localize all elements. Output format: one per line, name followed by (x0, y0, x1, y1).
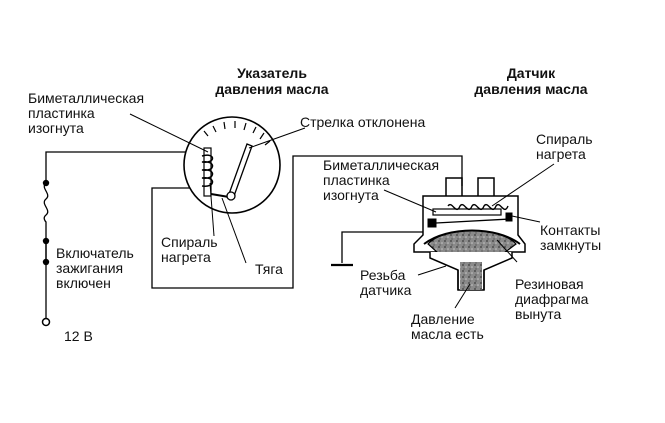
gauge-heater-coil (201, 154, 214, 187)
gauge-title: Указатель давления масла (207, 65, 337, 97)
ignition-switch (42, 179, 50, 266)
pressure-sensor (413, 177, 526, 291)
gauge-bimetal-label: Биметаллическая пластинка изогнута (28, 90, 145, 136)
voltage-label: 12 В (64, 328, 93, 344)
sensor-title-line2: давления масла (474, 81, 588, 97)
leader-lines (129, 113, 555, 309)
sensor-heater-label: Спираль нагрета (536, 131, 593, 162)
gauge-needle-label: Стрелка отклонена (300, 114, 426, 130)
rubber-diaphragm (423, 229, 521, 245)
gauge-title-line1: Указатель (237, 65, 307, 81)
sensor-diaphragm-label: Резиновая диафрагма вынута (515, 276, 589, 322)
power-terminal-12v (41, 317, 51, 327)
sensor-contacts-label: Контакты замкнуты (540, 222, 602, 253)
gauge-rod-label: Тяга (255, 261, 283, 277)
sensor-pressure-label: Давление масла есть (411, 311, 484, 342)
gauge-title-line2: давления масла (215, 81, 329, 97)
sensor-title-line1: Датчик (506, 65, 556, 81)
sensor-bimetal-label: Биметаллическая пластинка изогнута (323, 157, 440, 203)
sensor-heater-coil (447, 203, 509, 211)
gauge-heater-label: Спираль нагрета (161, 234, 218, 265)
pressure-gauge (183, 116, 281, 214)
sensor-thread-label: Резьба датчика (360, 267, 412, 298)
sensor-title: Датчик давления масла (456, 65, 606, 97)
ignition-switch-label: Включатель зажигания включен (56, 245, 134, 291)
